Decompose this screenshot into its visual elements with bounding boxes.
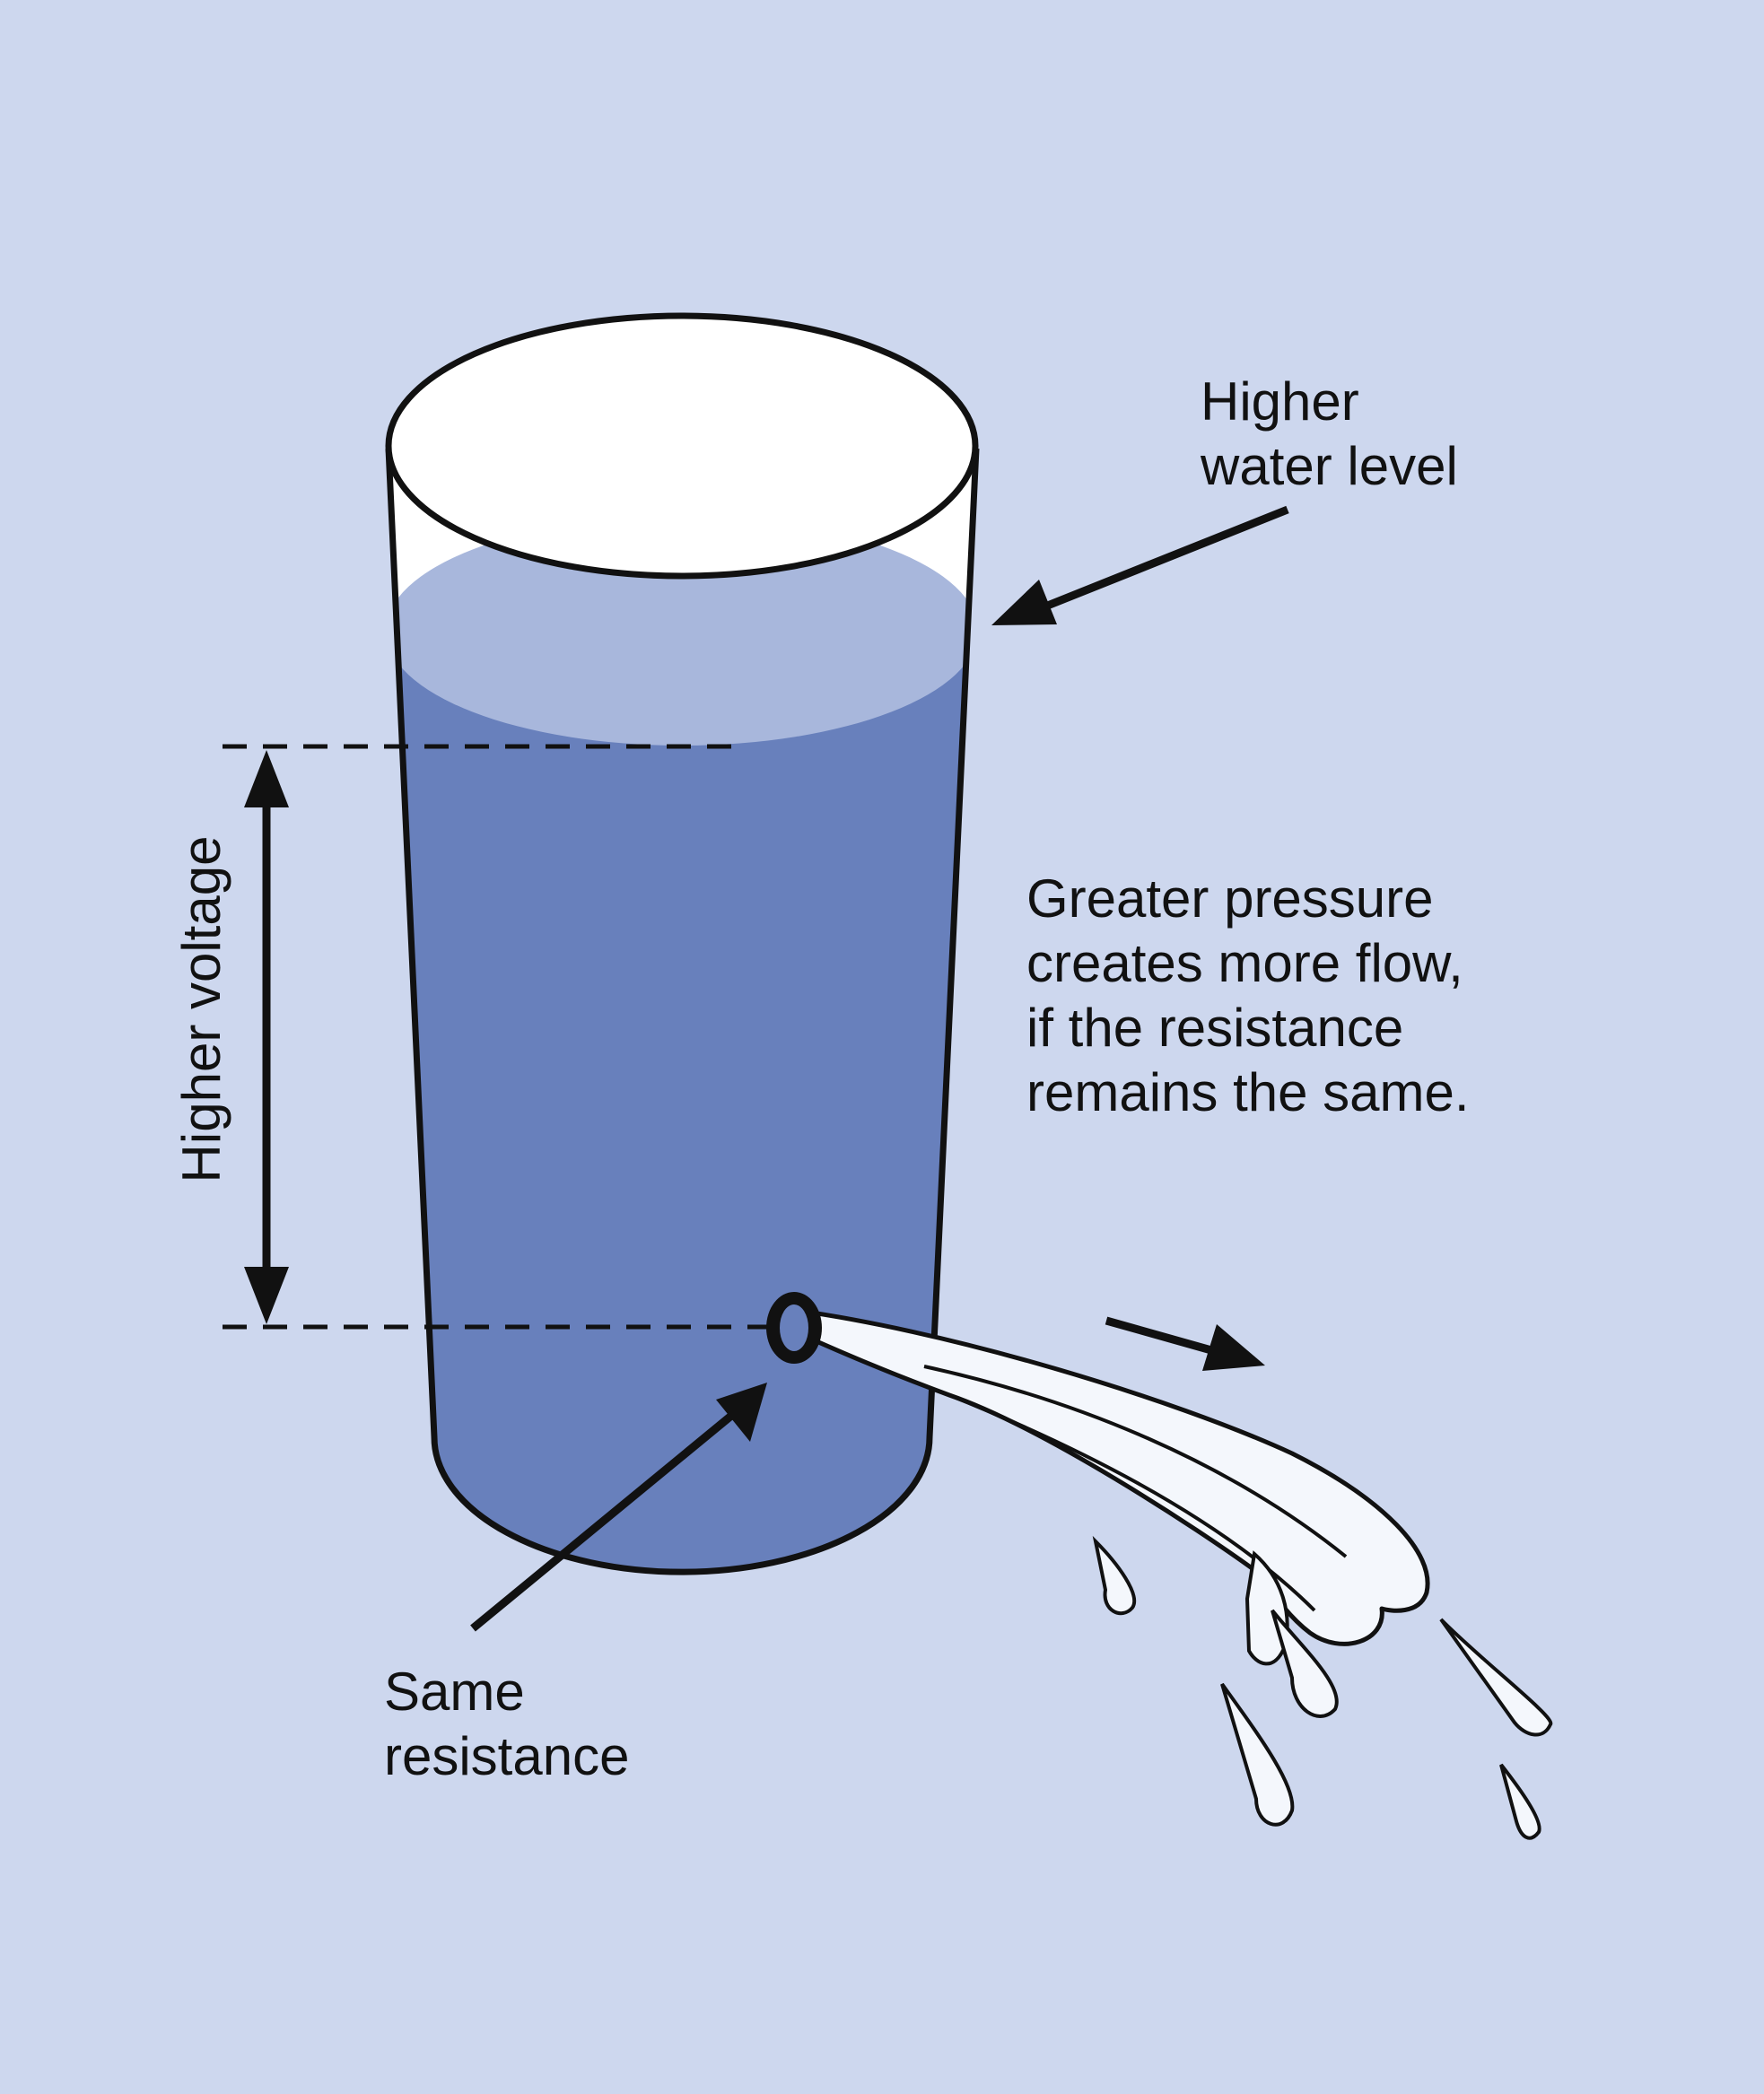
water-body [389,628,976,1573]
arrow-icon [1105,1316,1265,1371]
pressure-label-line: remains the same. [1026,1062,1470,1122]
water-droplet-icon [1439,1618,1553,1737]
pressure-label: Greater pressure creates more flow, if t… [1026,867,1470,1125]
water-stream-line [923,1365,1348,1558]
water-stream-line [948,1393,1316,1612]
resistance-label: Same resistance [384,1660,629,1789]
arrow-icon [470,1383,767,1632]
pressure-label-line: if the resistance [1026,998,1404,1058]
double-headed-arrow-icon [244,750,289,1324]
voltage-label: Higher voltage [171,835,231,1183]
water-surface [389,516,976,746]
voltage-reference-lines [223,744,770,1330]
water-level-label: Higher water level [1201,370,1458,499]
arrow-icon [991,505,1289,625]
water-droplets [1092,1535,1553,1840]
water-spout [766,1292,1430,1666]
water-droplet-icon [1092,1535,1136,1616]
pressure-label-line: creates more flow, [1026,933,1463,993]
water-droplet-icon [1499,1763,1541,1840]
water-droplet-icon [1271,1609,1339,1718]
hole-inner [780,1304,808,1351]
glass-outline [385,448,980,1575]
resistance-label-line: resistance [384,1726,630,1786]
glass-rim [385,312,979,580]
resistance-label-line: Same [384,1662,525,1722]
water-level-label-line: Higher [1201,371,1359,432]
water-level-label-line: water level [1201,436,1458,496]
pressure-label-line: Greater pressure [1026,868,1434,929]
water-droplet-icon [1220,1682,1295,1827]
glass [385,312,980,1575]
